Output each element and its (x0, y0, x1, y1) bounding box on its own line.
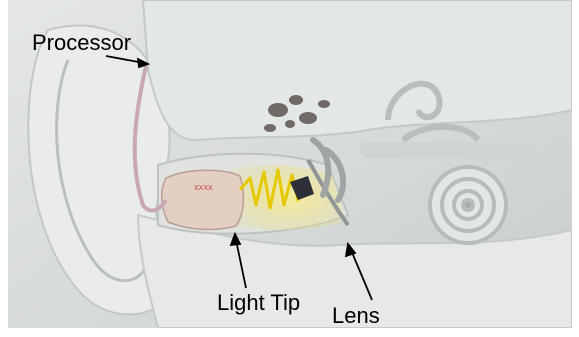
auditory-nerve (368, 150, 528, 152)
light-tip-label: Light Tip (217, 292, 300, 314)
upper-bone (143, 0, 572, 140)
device-text: XXXX (194, 185, 213, 192)
processor-label: Processor (32, 32, 131, 54)
light-tip-device (162, 170, 244, 229)
lens-label: Lens (332, 305, 380, 327)
cochlea (430, 167, 506, 243)
